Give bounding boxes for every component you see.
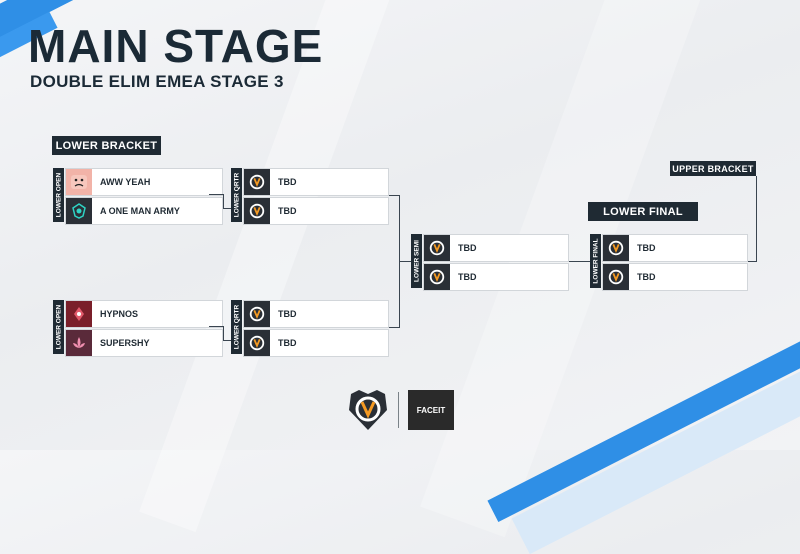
bracket-connector [399,261,411,262]
team-name: TBD [637,272,656,282]
round-tag: LOWER SEMI [411,234,422,288]
team-row[interactable]: SUPERSHY [65,329,223,357]
overwatch-logo-icon [244,301,270,327]
team-face-icon [66,169,92,195]
overwatch-logo-icon [603,264,629,290]
lower-bracket-label: LOWER BRACKET [52,136,161,155]
match-lower-final[interactable]: LOWER FINAL TBD TBD [590,234,748,292]
bracket-connector [223,340,231,341]
bracket-connector [748,261,756,262]
bracket-connector [223,194,224,208]
overwatch-logo-icon [244,330,270,356]
bracket-connector [209,194,223,195]
match-lower-qrtr-1[interactable]: LOWER QRTR TBD TBD [231,168,389,226]
overwatch-logo-icon [603,235,629,261]
overwatch-league-logo-icon [345,388,391,437]
overwatch-logo-icon [244,198,270,224]
faceit-logo: FACEIT [408,390,454,430]
team-name: TBD [278,309,297,319]
bracket-connector [209,326,223,327]
team-emblem-icon [66,301,92,327]
round-tag: LOWER OPEN [53,300,64,354]
bracket-connector [223,208,231,209]
team-row[interactable]: TBD [423,234,569,262]
team-row[interactable]: HYPNOS [65,300,223,328]
match-lower-open-1[interactable]: LOWER OPEN AWW YEAH A ONE MAN ARMY [53,168,223,226]
team-name: TBD [278,206,297,216]
bracket-connector [223,326,224,340]
round-tag: LOWER QRTR [231,168,242,222]
bracket-connector [569,261,590,262]
match-lower-semi[interactable]: LOWER SEMI TBD TBD [411,234,569,292]
team-name: HYPNOS [100,309,139,319]
page-subtitle: DOUBLE ELIM EMEA STAGE 3 [30,72,284,91]
team-name: AWW YEAH [100,177,151,187]
upper-bracket-label: UPPER BRACKET [670,161,756,176]
team-row[interactable]: TBD [243,168,389,196]
round-tag: LOWER FINAL [590,234,601,288]
team-name: SUPERSHY [100,338,150,348]
team-row[interactable]: A ONE MAN ARMY [65,197,223,225]
team-row[interactable]: AWW YEAH [65,168,223,196]
team-row[interactable]: TBD [243,197,389,225]
team-emblem-icon [66,198,92,224]
team-name: TBD [278,338,297,348]
team-lotus-icon [66,330,92,356]
team-name: TBD [458,243,477,253]
team-row[interactable]: TBD [602,263,748,291]
team-name: A ONE MAN ARMY [100,206,180,216]
team-row[interactable]: TBD [602,234,748,262]
team-name: TBD [278,177,297,187]
team-row[interactable]: TBD [423,263,569,291]
overwatch-logo-icon [244,169,270,195]
round-tag: LOWER QRTR [231,300,242,354]
match-lower-open-2[interactable]: LOWER OPEN HYPNOS SUPERSHY [53,300,223,358]
page-title: MAIN STAGE [28,20,324,72]
team-name: TBD [458,272,477,282]
team-row[interactable]: TBD [243,329,389,357]
bracket-connector [389,327,399,328]
overwatch-logo-icon [424,235,450,261]
lower-final-label: LOWER FINAL [588,202,698,221]
overwatch-logo-icon [424,264,450,290]
bracket-connector [389,195,399,196]
round-tag: LOWER OPEN [53,168,64,222]
team-name: TBD [637,243,656,253]
match-lower-qrtr-2[interactable]: LOWER QRTR TBD TBD [231,300,389,358]
team-row[interactable]: TBD [243,300,389,328]
footer-separator [398,392,399,428]
bracket-connector [756,176,757,262]
